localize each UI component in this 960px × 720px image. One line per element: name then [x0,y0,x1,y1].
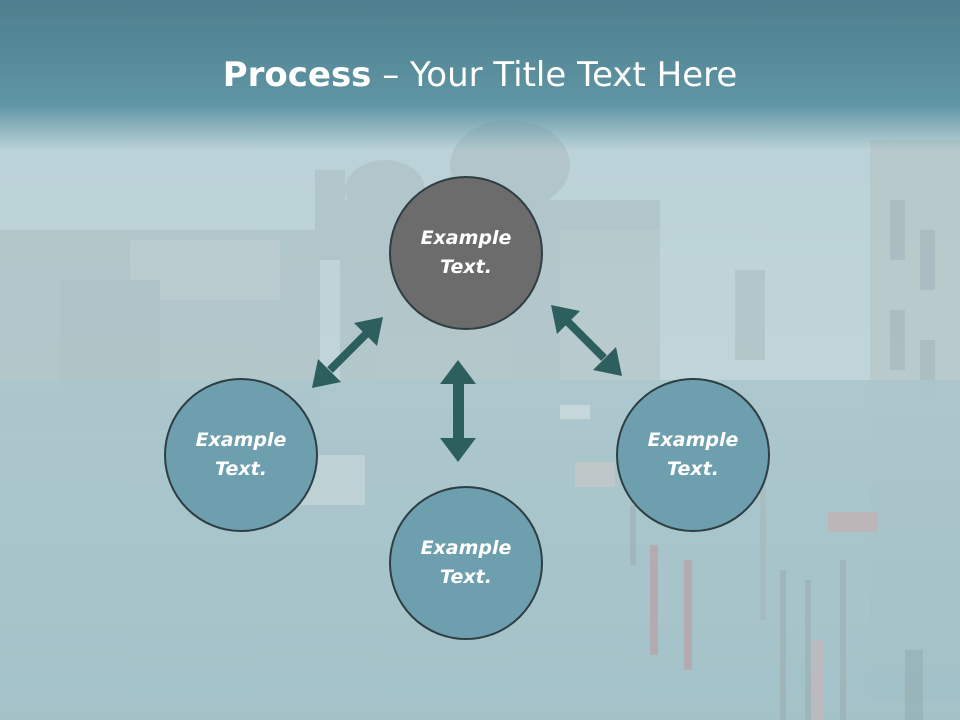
title-bold: Process [222,55,372,95]
node-center-line2: Text. [440,256,492,278]
slide-title: Process – Your Title Text Here [0,52,960,98]
arrow-center-right [551,305,622,376]
title-bar [0,0,960,150]
node-bottom-line1: Example [420,537,512,559]
node-right-line1: Example [647,429,739,451]
process-node-left: Example Text. [164,378,318,532]
arrow-center-left [312,317,383,388]
title-rest: – Your Title Text Here [371,55,738,95]
node-left-line1: Example [195,429,287,451]
node-left-line2: Text. [215,458,267,480]
node-right-line2: Text. [667,458,719,480]
process-node-center: Example Text. [389,176,543,330]
process-node-bottom: Example Text. [389,486,543,640]
process-node-right: Example Text. [616,378,770,532]
node-center-line1: Example [420,227,512,249]
node-bottom-line2: Text. [440,566,492,588]
arrow-center-bottom [440,360,476,462]
